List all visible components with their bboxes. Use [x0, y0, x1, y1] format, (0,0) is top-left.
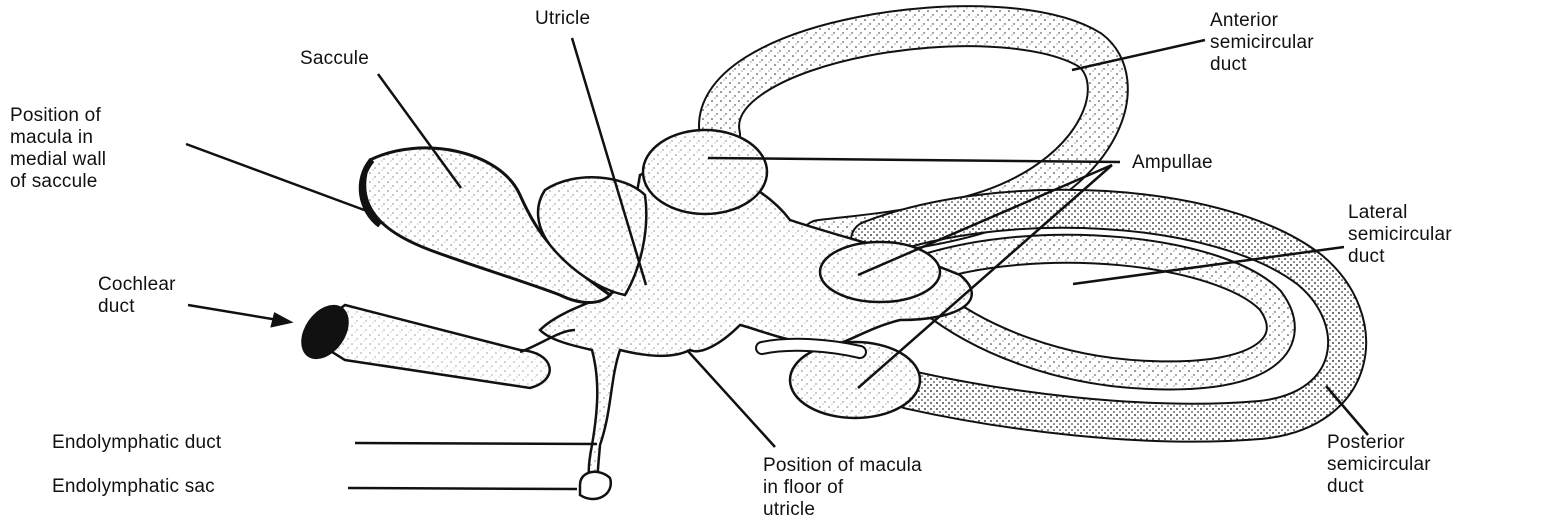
leader-macula-saccule	[186, 144, 375, 214]
label-endolymphatic-sac: Endolymphatic sac	[52, 476, 215, 498]
ampulla-lateral	[820, 242, 940, 302]
leader-macula-utricle	[687, 350, 775, 447]
ampulla-anterior	[643, 130, 767, 214]
arrowhead-cochlear-duct	[272, 314, 290, 326]
leader-endolymphatic-sac	[348, 488, 577, 489]
endolymphatic-sac	[580, 472, 611, 499]
label-cochlear-duct: Cochlear duct	[98, 274, 176, 318]
crus-commune	[762, 345, 860, 352]
label-macula-saccule: Position of macula in medial wall of sac…	[10, 105, 106, 193]
label-saccule: Saccule	[300, 48, 369, 70]
label-ampullae: Ampullae	[1132, 152, 1213, 174]
label-anterior-duct: Anterior semicircular duct	[1210, 10, 1314, 76]
label-macula-utricle: Position of macula in floor of utricle	[763, 455, 922, 521]
label-endolymphatic-duct: Endolymphatic duct	[52, 432, 221, 454]
label-utricle: Utricle	[535, 8, 590, 30]
leader-endolymphatic-duct	[355, 443, 597, 444]
cochlear-duct	[291, 296, 575, 388]
lateral-semicircular-duct	[920, 249, 1281, 376]
label-lateral-duct: Lateral semicircular duct	[1348, 202, 1452, 268]
label-posterior-duct: Posterior semicircular duct	[1327, 432, 1431, 498]
